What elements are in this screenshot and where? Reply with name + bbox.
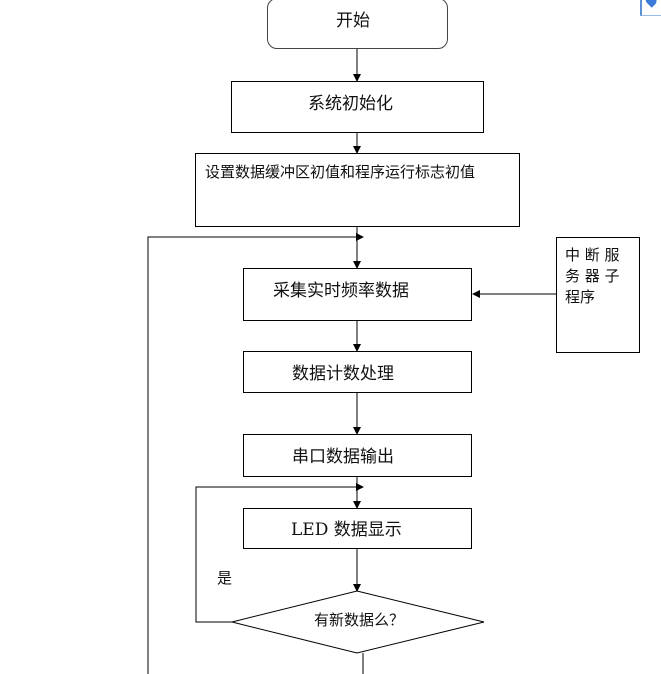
start-label: 开始	[336, 11, 370, 31]
collect-node	[243, 268, 472, 321]
decision-diamond	[231, 590, 485, 654]
setup-node	[195, 153, 520, 227]
led-node	[243, 508, 472, 549]
led-label: LED 数据显示	[291, 520, 402, 540]
serial-label: 串口数据输出	[292, 447, 394, 467]
collect-label: 采集实时频率数据	[273, 281, 409, 301]
start-node	[267, 0, 448, 49]
interrupt-label-2: 务 器 子	[565, 267, 620, 285]
yes-label: 是	[217, 569, 233, 587]
outer-loop-line	[147, 233, 364, 674]
count-node	[243, 351, 472, 393]
decision-label: 有新数据么？	[314, 611, 405, 629]
location-pin-icon[interactable]	[640, 0, 661, 16]
serial-node	[243, 434, 472, 477]
interrupt-label-1: 中 断 服	[565, 246, 620, 264]
init-node	[231, 81, 484, 133]
interrupt-node	[556, 237, 640, 353]
setup-label: 设置数据缓冲区初值和程序运行标志初值	[205, 163, 476, 181]
count-label: 数据计数处理	[292, 364, 394, 384]
init-label: 系统初始化	[308, 94, 393, 114]
interrupt-label-3: 程序	[565, 288, 596, 306]
inner-loop-line	[195, 483, 364, 623]
